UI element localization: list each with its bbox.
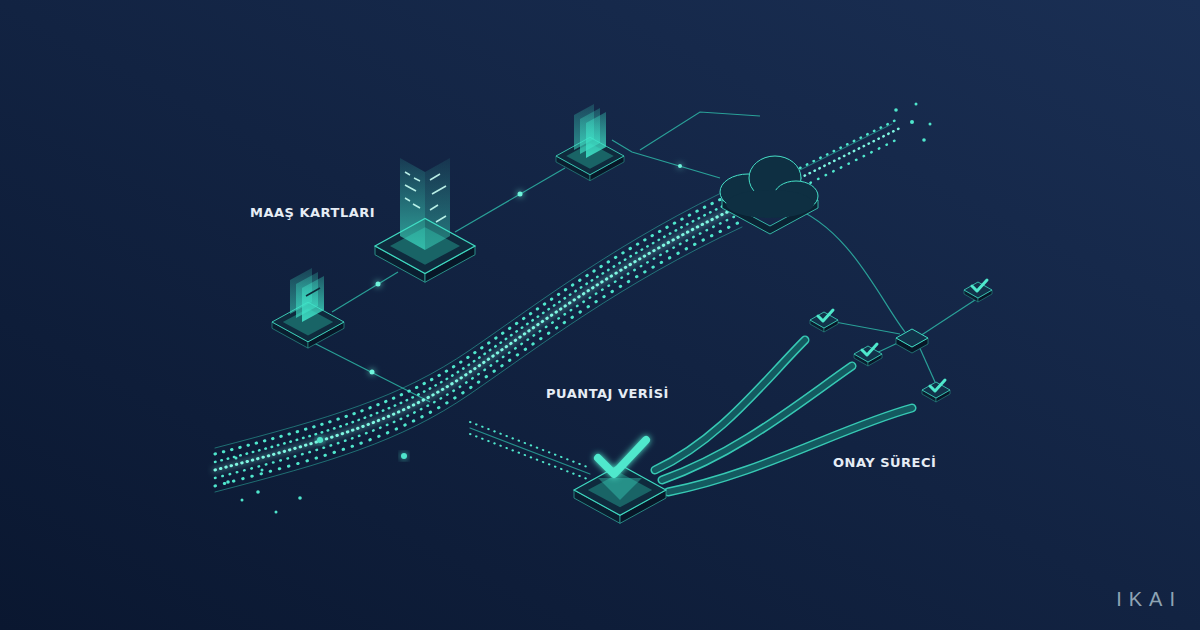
- watermark: IKAI: [1116, 588, 1182, 611]
- data-tower: [375, 158, 475, 282]
- scatter-dots: [226, 103, 931, 514]
- section-label: ONAY SÜRECİ: [833, 455, 936, 470]
- card-stack: [556, 104, 624, 181]
- junction-box: [896, 329, 928, 353]
- circuit-wires: [308, 112, 975, 402]
- section-label: MAAŞ KARTLARI: [250, 205, 375, 220]
- section-label: PUANTAJ VERİSİ: [546, 386, 669, 401]
- check-tiles: [810, 280, 992, 402]
- data-stream: [215, 118, 900, 492]
- card-stack: [272, 268, 344, 348]
- cloud-icon: [720, 156, 818, 234]
- check-platform: [574, 440, 666, 523]
